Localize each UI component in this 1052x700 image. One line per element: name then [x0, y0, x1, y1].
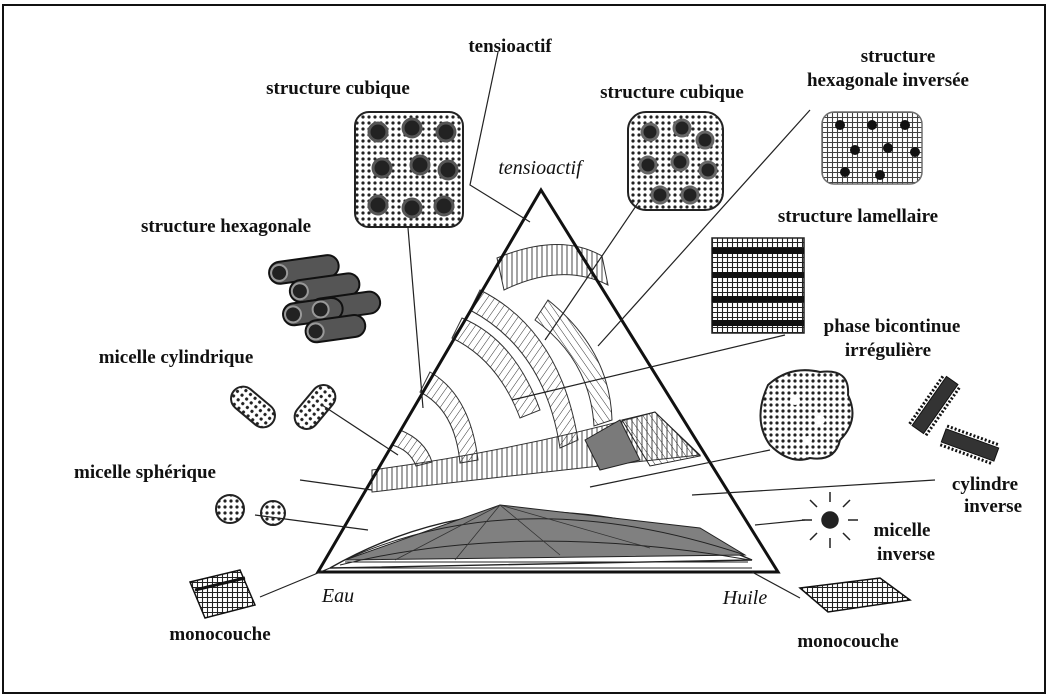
cylindrical-micelles: [226, 380, 340, 434]
band-lamellar: [497, 244, 608, 290]
vertex-label-right: Huile: [722, 587, 768, 609]
label-structure-lamellaire: structure lamellaire: [778, 206, 938, 227]
label-structure-cubique-right: structure cubique: [600, 82, 744, 103]
monolayer-right: [800, 578, 910, 612]
monolayer-left: [190, 570, 255, 618]
label-structure-cubique-left: structure cubique: [266, 78, 410, 99]
band-hexagonal: [420, 372, 478, 463]
label-cylindre-inverse-2: inverse: [964, 496, 1022, 517]
hexagonal-inverse-structure: [822, 112, 922, 184]
label-phase-bicontinue-1: phase bicontinue: [824, 316, 961, 337]
label-monocouche-right: monocouche: [797, 631, 898, 652]
cubic-structure-right: [628, 112, 723, 210]
inverse-cylinders: [910, 375, 1000, 464]
label-monocouche-left: monocouche: [169, 624, 270, 645]
bicontinuous-structure: [760, 370, 852, 460]
label-phase-bicontinue-2: irrégulière: [845, 340, 931, 361]
vertex-label-top: tensioactif: [498, 157, 584, 179]
lamellar-structure: [712, 238, 804, 333]
label-structure-hexagonale: structure hexagonale: [141, 216, 311, 237]
label-micelle-cylindrique: micelle cylindrique: [99, 347, 254, 368]
hexagonal-structure: [268, 249, 385, 348]
ternary-triangle: [318, 190, 778, 572]
label-micelle-spherique: micelle sphérique: [74, 462, 216, 483]
spherical-micelles: [216, 495, 285, 525]
label-cylindre-inverse-1: cylindre: [952, 474, 1018, 495]
label-hexagonale-inversee-2: hexagonale inversée: [807, 70, 969, 91]
cubic-structure-left: [355, 112, 463, 227]
label-micelle-inverse-2: inverse: [877, 544, 935, 565]
label-micelle-inverse-1: micelle: [874, 520, 931, 541]
inverse-micelle: [802, 492, 858, 548]
label-tensioactif: tensioactif: [468, 36, 552, 57]
label-hexagonale-inversee-1: structure: [861, 46, 936, 67]
vertex-label-left: Eau: [321, 585, 354, 607]
